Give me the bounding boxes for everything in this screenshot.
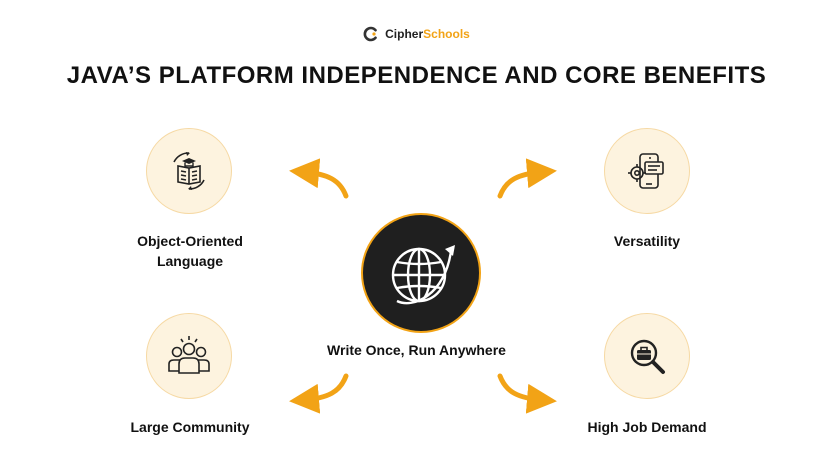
brand: CipherSchools xyxy=(0,26,833,42)
brand-name: CipherSchools xyxy=(385,27,470,41)
benefit-node-community xyxy=(146,313,232,399)
page-title: JAVA’S PLATFORM INDEPENDENCE AND CORE BE… xyxy=(66,62,767,89)
benefit-label-community: Large Community xyxy=(130,419,250,435)
arrow-bottom-left xyxy=(289,373,349,414)
arrow-top-right xyxy=(497,158,557,199)
benefit-label-job-demand: High Job Demand xyxy=(587,419,707,435)
benefit-node-object-oriented xyxy=(146,128,232,214)
benefit-node-job-demand xyxy=(604,313,690,399)
center-label: Write Once, Run Anywhere xyxy=(327,342,506,358)
benefit-label-versatility: Versatility xyxy=(613,233,681,249)
arrow-bottom-right xyxy=(497,373,557,414)
people-group-icon xyxy=(168,336,210,374)
book-graduation-icon xyxy=(173,152,205,190)
mobile-gear-icon xyxy=(628,153,664,189)
benefit-node-versatility xyxy=(604,128,690,214)
c-logo-icon xyxy=(363,26,377,42)
briefcase-search-icon xyxy=(630,339,665,374)
center-node xyxy=(361,213,481,333)
globe-icon xyxy=(391,245,455,305)
arrow-top-left xyxy=(289,158,349,199)
